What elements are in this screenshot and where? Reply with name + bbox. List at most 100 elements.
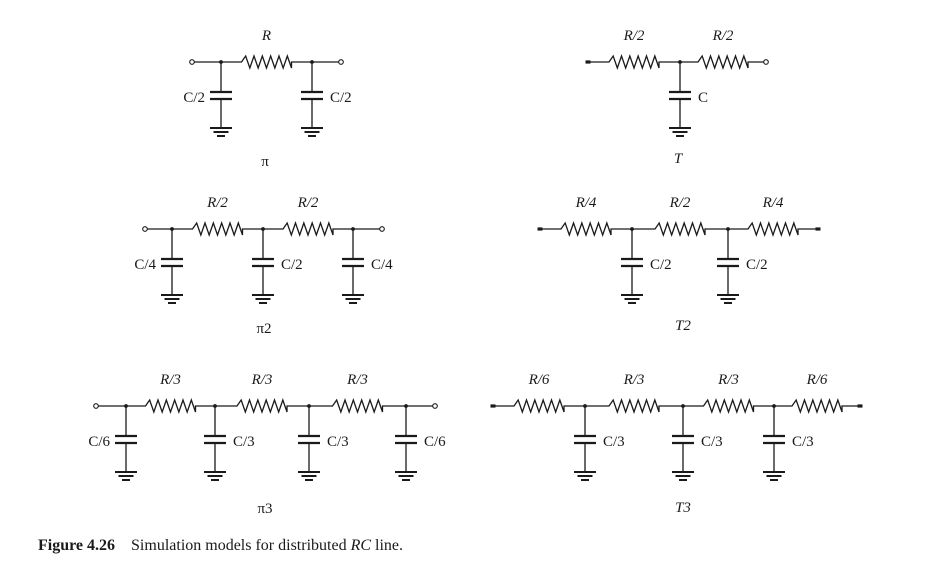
resistor-t3-3: [683, 398, 774, 414]
resistor-symbol: [540, 221, 632, 237]
ground-icon: [298, 471, 320, 481]
resistor-label: R/3: [717, 372, 739, 388]
resistor-label: R/4: [762, 195, 784, 211]
ground-icon: [669, 127, 691, 137]
capacitor-pi-1: [210, 60, 232, 137]
resistor-symbol: [172, 221, 263, 237]
rc-line-diagram: C/2RC/2πR/2CR/2TC/4R/2C/2R/2C/4π2R/4C/2R…: [88, 28, 863, 517]
resistor-symbol: [680, 54, 766, 70]
resistor-pi3-2: [215, 398, 309, 414]
terminal-in: [537, 227, 543, 231]
capacitor-pi2-2: [252, 227, 274, 304]
resistor-t3-1: [493, 398, 585, 414]
capacitor-label: C/4: [371, 257, 393, 273]
resistor-pi3-3: [309, 398, 406, 414]
ground-icon: [342, 294, 364, 304]
circuit-name: π: [261, 154, 269, 170]
capacitor-label: C/6: [424, 434, 446, 450]
ground-icon: [252, 294, 274, 304]
resistor-label: R/4: [575, 195, 597, 211]
resistor-symbol: [588, 54, 680, 70]
capacitor-label: C: [698, 90, 708, 106]
terminal-in: [142, 226, 148, 232]
ground-icon: [574, 471, 596, 481]
resistor-symbol: [774, 398, 860, 414]
circuit-t: R/2C R/2T: [585, 28, 769, 167]
resistor-label: R/2: [206, 195, 228, 211]
capacitor-label: C/2: [183, 90, 205, 106]
resistor-t2-2: [632, 221, 728, 237]
resistor-symbol: [215, 398, 309, 414]
ground-icon: [672, 471, 694, 481]
resistor-label: R/6: [806, 372, 828, 388]
terminal-out: [815, 227, 821, 231]
resistor-label: R/2: [623, 28, 645, 44]
circuit-name: π3: [257, 501, 272, 517]
resistor-label: R/3: [346, 372, 368, 388]
capacitor-pi2-3: [342, 227, 364, 304]
capacitor-t3-3: [763, 404, 785, 481]
figure-caption: Figure 4.26 Simulation models for distri…: [38, 537, 403, 555]
ground-icon: [115, 471, 137, 481]
capacitor-label: C/3: [603, 434, 625, 450]
circuit-pi3: C/6R/3C/3R/3C/3R/3C/6π3: [88, 372, 446, 517]
resistor-label: R/2: [669, 195, 691, 211]
terminal-out: [338, 59, 344, 65]
capacitor-t3-2: [672, 404, 694, 481]
capacitor-pi3-4: [395, 404, 417, 481]
capacitor-label: C/4: [134, 257, 156, 273]
capacitor-label: C/2: [746, 257, 768, 273]
capacitor-label: C/3: [792, 434, 814, 450]
resistor-symbol: [493, 398, 585, 414]
resistor-label: R/3: [251, 372, 273, 388]
capacitor-label: C/2: [650, 257, 672, 273]
caption-text-2: line.: [371, 537, 404, 554]
ground-icon: [301, 127, 323, 137]
ground-icon: [717, 294, 739, 304]
capacitor-label: C/2: [281, 257, 303, 273]
resistor-label: R/3: [159, 372, 181, 388]
capacitor-t3-1: [574, 404, 596, 481]
circuit-t2: R/4C/2R/2C/2R/4T2: [537, 195, 821, 334]
ground-icon: [763, 471, 785, 481]
terminal-out: [379, 226, 385, 232]
caption-spacer: [115, 537, 131, 554]
capacitor-label: C/3: [233, 434, 255, 450]
capacitor-pi3-2: [204, 404, 226, 481]
capacitor-t-1: [669, 60, 691, 137]
circuit-name: T: [674, 151, 684, 167]
capacitor-label: C/2: [330, 90, 352, 106]
resistor-label: R/2: [712, 28, 734, 44]
ground-icon: [621, 294, 643, 304]
resistor-t-2: [680, 54, 766, 70]
resistor-t3-2: [585, 398, 683, 414]
capacitor-pi2-1: [161, 227, 183, 304]
terminal-in: [490, 404, 496, 408]
terminal-out: [432, 403, 438, 409]
resistor-symbol: [683, 398, 774, 414]
ground-icon: [161, 294, 183, 304]
resistor-label: R/2: [297, 195, 319, 211]
caption-text-1: Simulation models for distributed: [131, 537, 351, 554]
resistor-symbol: [585, 398, 683, 414]
resistor-t2-3: [728, 221, 818, 237]
capacitor-t2-2: [717, 227, 739, 304]
terminal-in: [93, 403, 99, 409]
resistor-symbol: [263, 221, 353, 237]
capacitor-pi-2: [301, 60, 323, 137]
caption-text-rc: RC: [350, 537, 372, 554]
terminal-out: [857, 404, 863, 408]
terminal-in: [585, 60, 591, 64]
resistor-label: R/3: [623, 372, 645, 388]
ground-icon: [204, 471, 226, 481]
terminal-in: [189, 59, 195, 65]
resistor-pi-1: [221, 54, 312, 70]
resistor-pi2-1: [172, 221, 263, 237]
resistor-pi2-2: [263, 221, 353, 237]
resistor-symbol: [126, 398, 215, 414]
capacitor-label: C/3: [701, 434, 723, 450]
circuit-name: T3: [675, 500, 691, 516]
circuit-pi2: C/4R/2C/2R/2C/4π2: [134, 195, 393, 337]
terminal-out: [763, 59, 769, 65]
resistor-t3-4: [774, 398, 860, 414]
